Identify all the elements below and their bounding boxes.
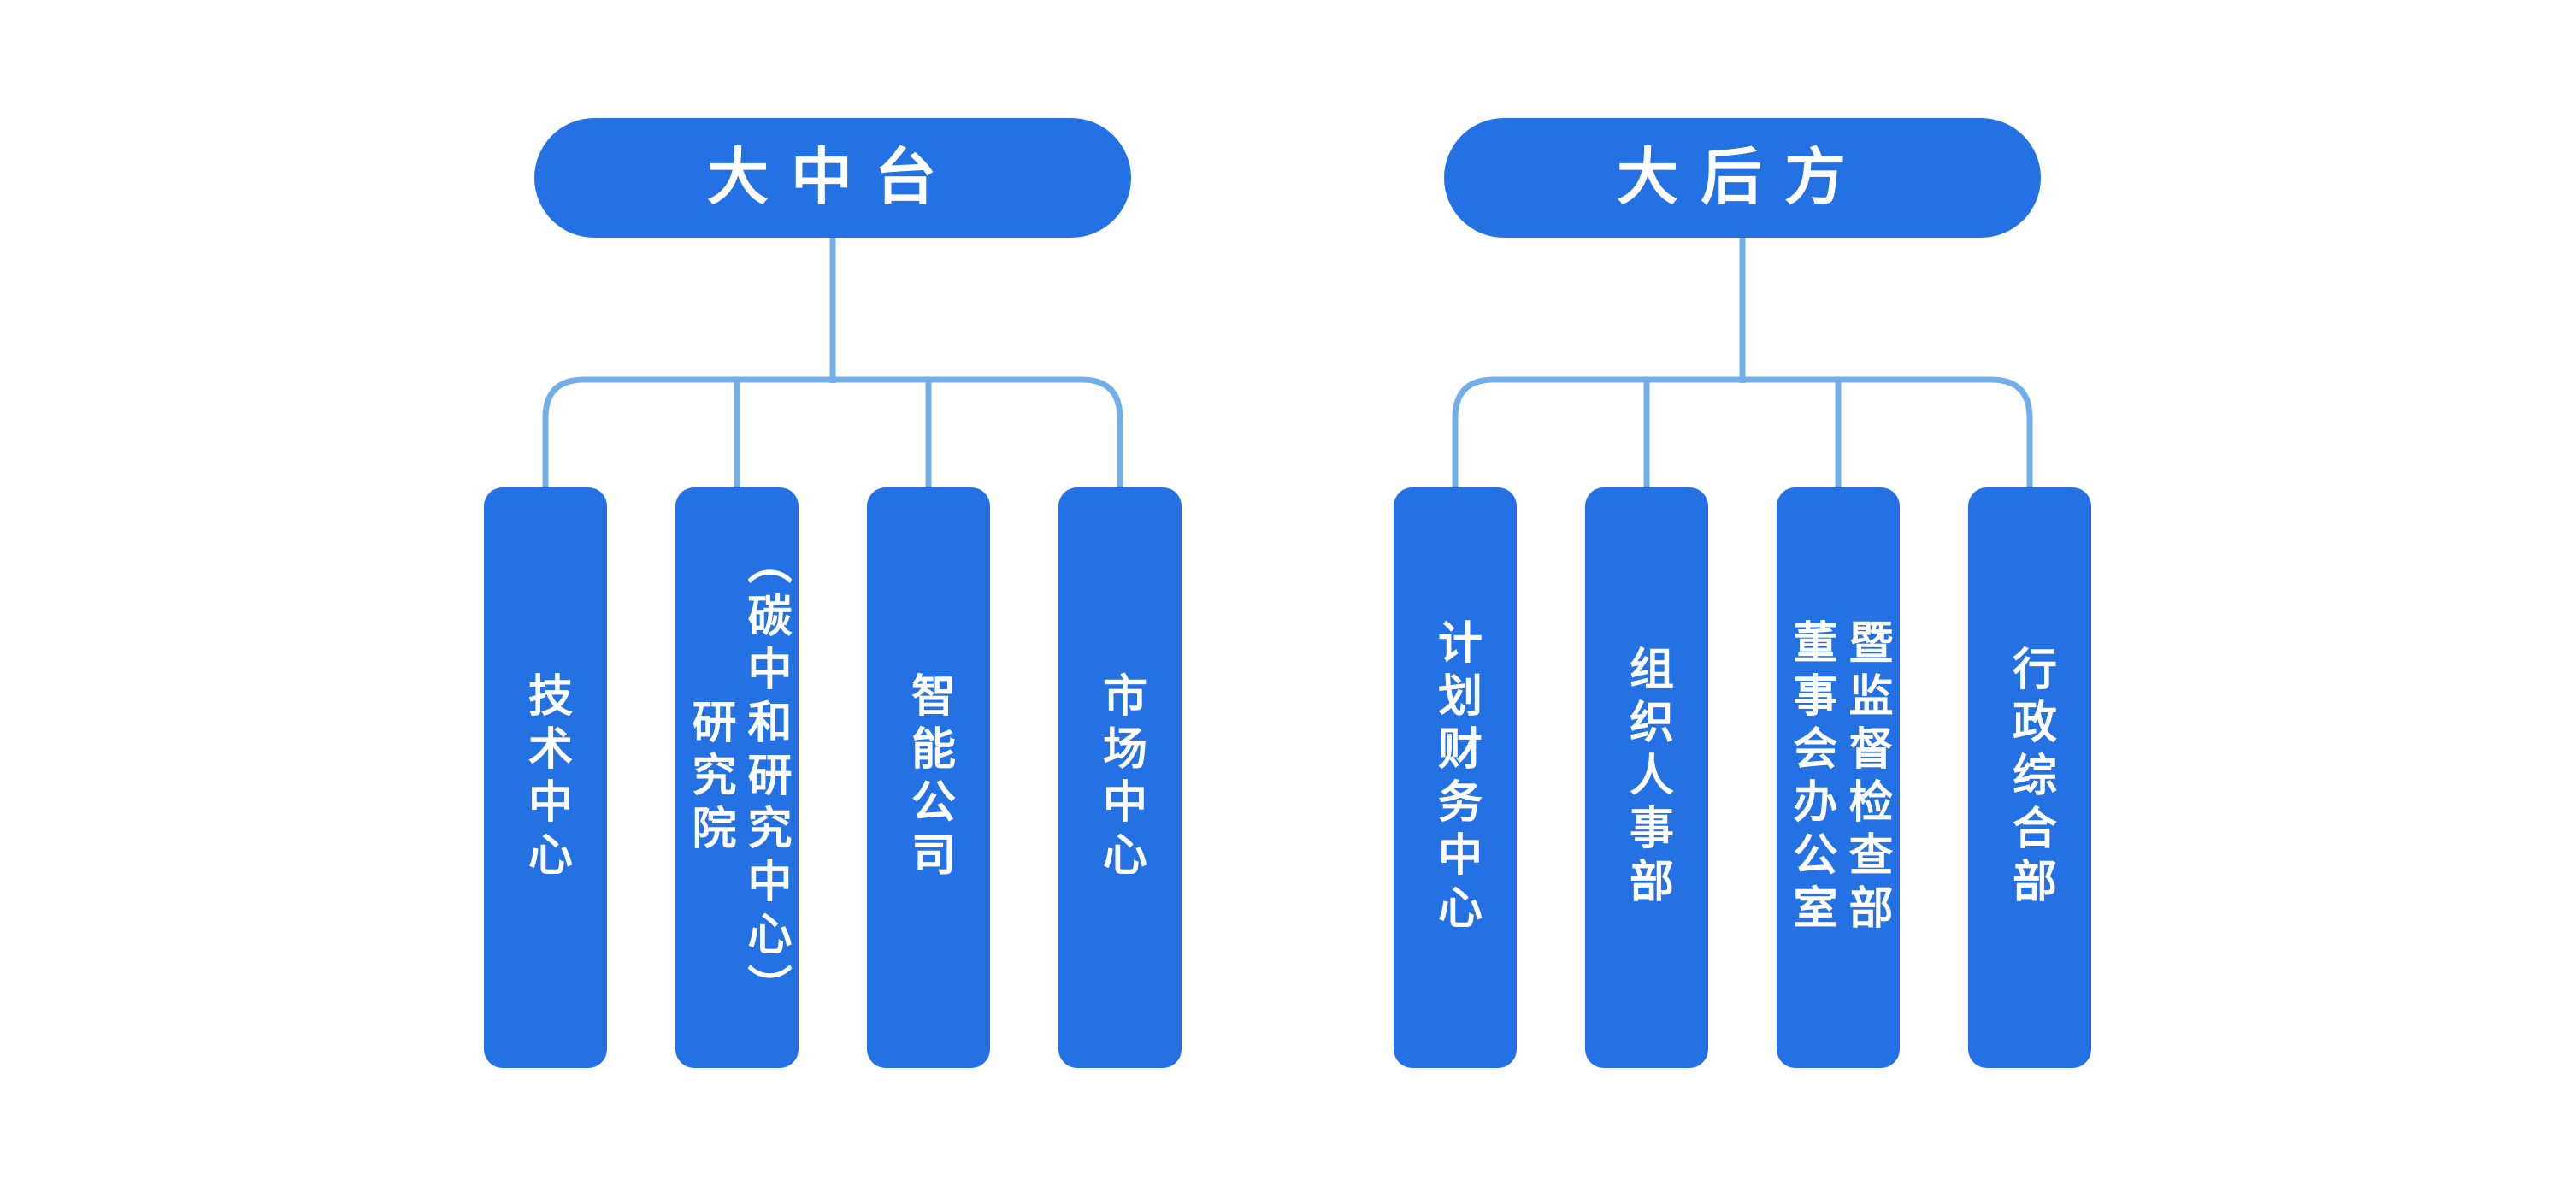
dept-node-label: 市场中心 (1095, 671, 1146, 884)
dept-node-label: 研究院 （碳中和研究中心） (685, 539, 790, 1017)
dept-node-label: 组织人事部 (1622, 645, 1672, 911)
dept-node-org-personnel-dept[interactable]: 组织人事部 (1585, 487, 1708, 1068)
dept-node-label: 董事会办公室 暨监督检查部 (1786, 618, 1891, 937)
parent-node-title: 大后方 (1616, 144, 1868, 212)
connector-group2-bus (1452, 376, 2033, 491)
dept-node-intelligent-company[interactable]: 智能公司 (867, 487, 990, 1068)
connector-group1-bus (542, 376, 1123, 491)
parent-node-title: 大中台 (706, 144, 958, 212)
dept-node-admin-general-dept[interactable]: 行政综合部 (1968, 487, 2091, 1068)
dept-node-label: 计划财务中心 (1430, 618, 1481, 937)
dept-node-research-institute[interactable]: 研究院 （碳中和研究中心） (675, 487, 799, 1068)
dept-node-planning-finance-center[interactable]: 计划财务中心 (1394, 487, 1517, 1068)
parent-node-group1[interactable]: 大中台 (534, 118, 1131, 238)
parent-node-group2[interactable]: 大后方 (1444, 118, 2041, 238)
dept-node-board-office-supervision-dept[interactable]: 董事会办公室 暨监督检查部 (1777, 487, 1900, 1068)
dept-node-tech-center[interactable]: 技术中心 (484, 487, 607, 1068)
dept-node-label: 行政综合部 (2005, 645, 2055, 911)
dept-node-label: 技术中心 (521, 671, 571, 884)
dept-node-label: 智能公司 (904, 671, 954, 884)
dept-node-market-center[interactable]: 市场中心 (1058, 487, 1182, 1068)
